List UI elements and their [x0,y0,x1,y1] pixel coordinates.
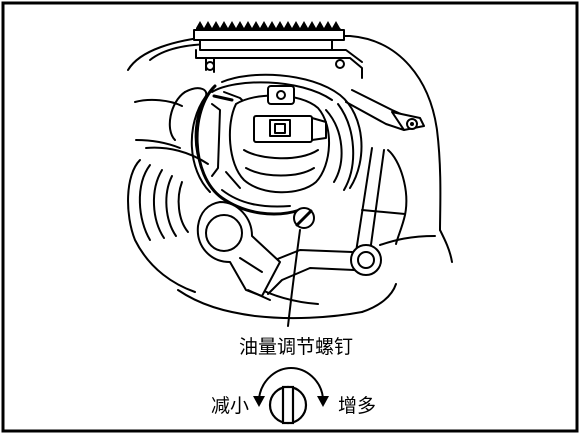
callout-leader-line [287,229,301,327]
arrow-right-icon [317,396,329,407]
adjustment-screw-symbol [258,367,324,425]
arrow-left-icon [253,396,265,407]
machine-bed [127,35,453,320]
oil-adjust-screw [293,207,315,229]
increase-label: 增多 [338,395,376,417]
callout-label: 油量调节螺钉 [239,336,353,358]
shaft-boss [196,201,281,301]
decrease-label: 减小 [211,395,249,417]
rotary-hook [190,73,363,216]
feed-dog [193,21,363,79]
